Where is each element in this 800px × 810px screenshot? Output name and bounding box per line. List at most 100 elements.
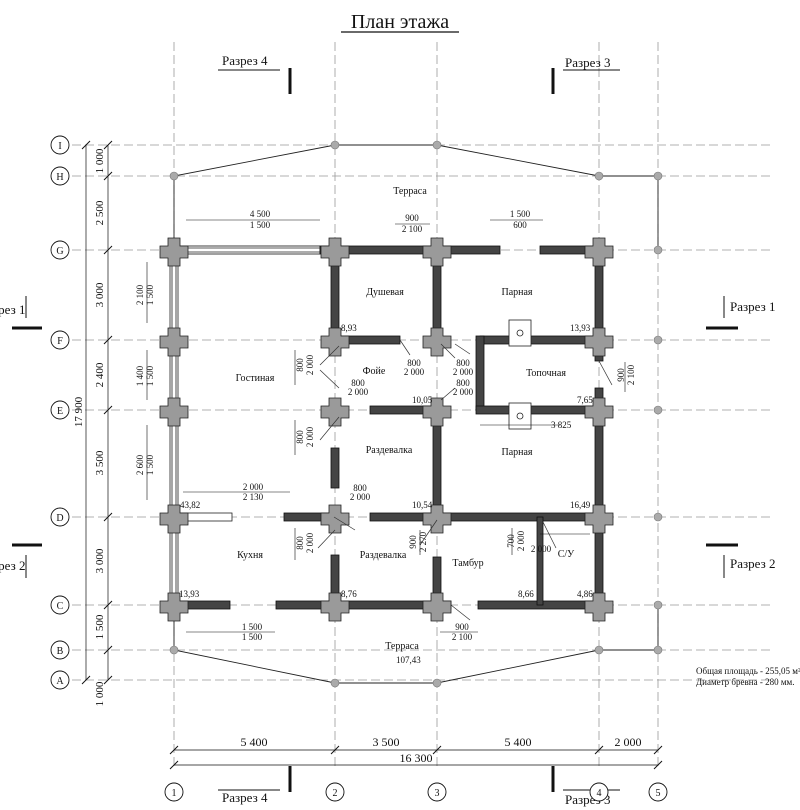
door-wc-height: 2 000 [516, 530, 526, 551]
door-furnace2-height: 2 000 [453, 387, 474, 397]
axis-row-h: H [56, 172, 63, 183]
axis-row-f: F [57, 336, 63, 347]
axis-col-2: 2 [333, 788, 338, 799]
axis-row-a: A [56, 676, 64, 687]
axis-col-3: 3 [435, 788, 440, 799]
area-wc: 4,86 [577, 589, 593, 599]
area-living: 43,82 [180, 500, 200, 510]
room-terrace-bottom: Терраса [385, 641, 419, 652]
opening-leaders [146, 219, 626, 633]
area-furnace: 7,65 [577, 395, 593, 405]
section-1-right-label: Разрез 1 [730, 299, 775, 314]
area-kitchen: 13,93 [179, 589, 200, 599]
axis-col-1: 1 [172, 788, 177, 799]
section-2-right-label: Разрез 2 [730, 556, 775, 571]
room-steam-top: Парная [501, 287, 532, 298]
door-top-height: 2 100 [402, 224, 423, 234]
door-top-width: 900 [405, 213, 419, 223]
dim-45: 2 000 [615, 735, 642, 749]
window-top-height: 1 500 [250, 220, 271, 230]
dim-ba: 1 000 [94, 681, 106, 706]
door-dressing-width: 800 [295, 430, 305, 444]
furnace-dimension: 3 825 [551, 420, 572, 430]
stoves [508, 319, 532, 430]
dim-bottom-total: 16 300 [400, 751, 433, 765]
dim-left-total: 17 900 [73, 396, 85, 427]
left-dimension-chain [81, 140, 113, 685]
axis-col-5: 5 [656, 788, 661, 799]
walls [169, 245, 604, 611]
area-shower: 8,93 [341, 323, 357, 333]
window-top2-height: 600 [513, 220, 527, 230]
door-bottom-height: 2 100 [452, 632, 473, 642]
axis-row-i: I [58, 141, 61, 152]
door-foyer-width: 800 [407, 358, 421, 368]
room-shower: Душевая [366, 287, 404, 298]
room-kitchen: Кухня [237, 550, 263, 561]
section-1-left-label: Разрез 1 [0, 302, 25, 317]
door-right-height: 2 100 [626, 364, 636, 385]
door-foyer-height: 2 000 [404, 367, 425, 377]
window-bottom-height: 1 500 [242, 632, 263, 642]
room-living: Гостиная [236, 373, 275, 384]
door-living-width: 800 [295, 358, 305, 372]
area-foyer: 10,05 [412, 395, 433, 405]
room-wc: С/У [558, 549, 575, 560]
note-log-diameter: Диаметр бревна - 280 мм. [696, 677, 794, 687]
axis-bubbles: I H G F E D C B A 1 2 3 4 5 [50, 135, 668, 802]
room-dressing-bottom: Раздевалка [360, 550, 407, 561]
dim-ed: 3 500 [94, 450, 106, 475]
dim-12: 5 400 [241, 735, 268, 749]
section-3-top-label: Разрез 3 [565, 55, 610, 70]
axis-row-d: D [56, 513, 63, 524]
bottom-dimension-chain [169, 745, 663, 770]
room-furnace: Топочная [526, 368, 566, 379]
dim-gf: 3 000 [94, 282, 106, 307]
axis-row-e: E [57, 406, 63, 417]
area-terrace-bottom: 107,43 [396, 655, 421, 665]
dim-34: 5 400 [505, 735, 532, 749]
dim-cb: 1 500 [94, 614, 106, 639]
door-living-height: 2 000 [305, 354, 315, 375]
door-foyer-side-width: 800 [351, 378, 365, 388]
window-top2-width: 1 500 [510, 209, 531, 219]
section-4-bottom-label: Разрез 4 [222, 790, 268, 805]
area-steam-top: 13,93 [570, 323, 591, 333]
door-kitchen-width: 800 [295, 536, 305, 550]
window-left3-width: 2 600 [135, 454, 145, 475]
section-2-left-label: Разрез 2 [0, 558, 25, 573]
door-dressing-d-width: 800 [353, 483, 367, 493]
window-left1-height: 1 500 [145, 284, 155, 305]
axis-row-c: C [57, 601, 64, 612]
terrace-posts [169, 140, 663, 688]
window-wc-width: 2 000 [531, 544, 552, 554]
dim-fe: 2 400 [94, 362, 106, 387]
door-swings [317, 339, 613, 621]
axis-row-g: G [56, 246, 63, 257]
axis-col-4: 4 [597, 788, 602, 799]
area-vestibule: 8,66 [518, 589, 534, 599]
door-dressing-d-height: 2 000 [350, 492, 371, 502]
room-foyer: Фойе [363, 366, 386, 377]
dim-ih: 1 000 [94, 148, 106, 173]
window-kitchen-width: 2 000 [243, 482, 264, 492]
room-dressing-top: Раздевалка [366, 445, 413, 456]
log-joints [159, 237, 614, 622]
room-vestibule: Тамбур [452, 558, 483, 569]
page-title: План этажа [351, 11, 449, 33]
window-kitchen-height: 2 130 [243, 492, 264, 502]
door-furnace1-width: 800 [456, 358, 470, 368]
area-dressing-bottom: 8,76 [341, 589, 357, 599]
door-wc-width: 700 [506, 534, 516, 548]
area-dressing-top: 10,54 [412, 500, 433, 510]
door-foyer-side-height: 2 000 [348, 387, 369, 397]
room-steam-mid: Парная [501, 447, 532, 458]
window-bottom-width: 1 500 [242, 622, 263, 632]
window-left3-height: 1 500 [145, 454, 155, 475]
door-right-width: 900 [616, 368, 626, 382]
section-4-top-label: Разрез 4 [222, 53, 268, 68]
window-left1-width: 2 100 [135, 284, 145, 305]
door-kitchen-height: 2 000 [305, 532, 315, 553]
door-dressing-height: 2 000 [305, 426, 315, 447]
window-left2-width: 1 400 [135, 365, 145, 386]
